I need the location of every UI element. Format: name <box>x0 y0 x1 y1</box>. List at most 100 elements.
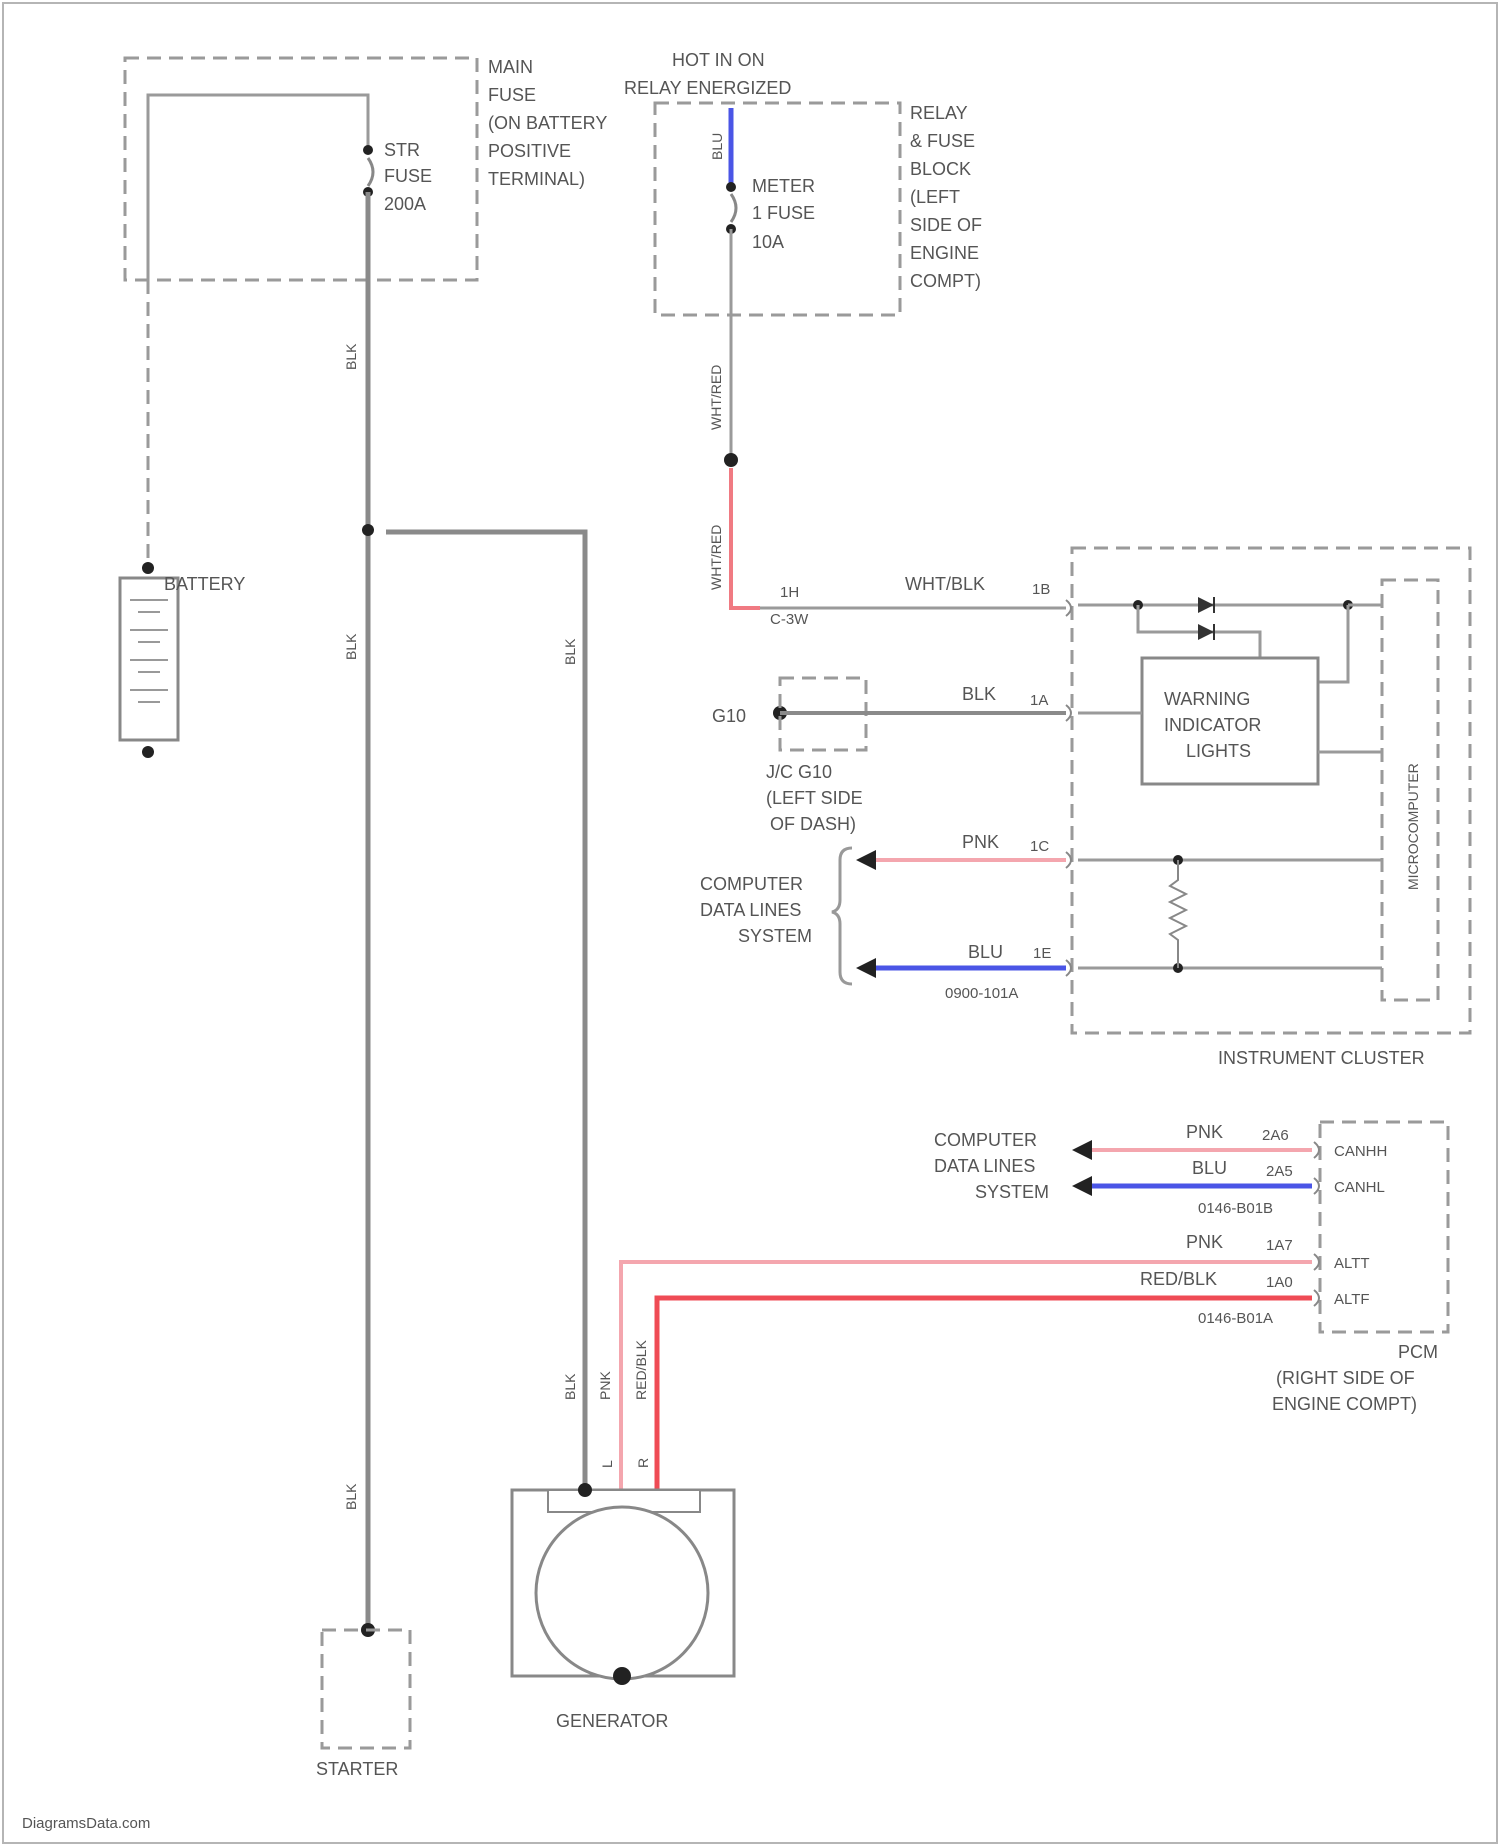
battery-negative-terminal <box>142 746 154 758</box>
pcm-line1: PCM <box>1398 1342 1438 1362</box>
wire-label-red-blk-2: RED/BLK <box>633 1339 649 1400</box>
relay-energized-label: RELAY ENERGIZED <box>624 78 791 98</box>
wire-label-blk-2: BLK <box>343 633 359 660</box>
pin-1a: 1A <box>1030 692 1048 709</box>
pin-2a6: 2A6 <box>1262 1127 1289 1144</box>
pin-1a7: 1A7 <box>1266 1237 1293 1254</box>
pin-1h: 1H <box>780 584 799 601</box>
wire-label-blk-3: BLK <box>343 1483 359 1510</box>
cdl1-arrow-canl <box>856 958 876 978</box>
splice-wht-red <box>724 453 738 467</box>
pin-1c: 1C <box>1030 838 1049 855</box>
cdl1-line1: COMPUTER <box>700 874 803 894</box>
main-fuse-line5: TERMINAL) <box>488 169 585 189</box>
pcm-pin-altf: ALTF <box>1334 1291 1370 1308</box>
relay-block-line3: BLOCK <box>910 159 971 179</box>
relay-block-line1: RELAY <box>910 103 968 123</box>
main-fuse-line2: FUSE <box>488 85 536 105</box>
pcm-pin-altt: ALTT <box>1334 1255 1370 1272</box>
wire-wht-red-lower <box>731 468 760 608</box>
pcm-pin-canhl: CANHL <box>1334 1179 1385 1196</box>
wire-label-blk-4: BLK <box>562 638 578 665</box>
cdl1-line3: SYSTEM <box>738 926 812 946</box>
diode-2 <box>1198 624 1214 640</box>
main-fuse-line4: POSITIVE <box>488 141 571 161</box>
gen-pin-l: L <box>599 1460 615 1468</box>
cdl2-line1: COMPUTER <box>934 1130 1037 1150</box>
wire-label-pnk-2: PNK <box>1186 1122 1223 1142</box>
cdl2-arrow-canh <box>1072 1140 1092 1160</box>
meter-fuse-line2: 1 FUSE <box>752 203 815 223</box>
warning-line2: INDICATOR <box>1164 715 1261 735</box>
meter-fuse-line3: 10A <box>752 232 784 252</box>
jc-line2: (LEFT SIDE <box>766 788 863 808</box>
wire-label-pnk-4: PNK <box>597 1371 613 1400</box>
wire-blk-generator <box>386 532 585 1490</box>
pcm-connector-b: 0146-B01B <box>1198 1200 1273 1217</box>
cdl1-line2: DATA LINES <box>700 900 801 920</box>
microcomputer-label: MICROCOMPUTER <box>1405 763 1421 890</box>
gen-pin-r: R <box>635 1458 651 1468</box>
relay-block-line7: COMPT) <box>910 271 981 291</box>
wire-label-blu-1: BLU <box>709 133 725 160</box>
str-fuse-line2: FUSE <box>384 166 432 186</box>
str-fuse-terminal-top <box>363 145 373 155</box>
main-fuse-link <box>148 95 368 280</box>
relay-block-line5: SIDE OF <box>910 215 982 235</box>
warning-line3: LIGHTS <box>1186 741 1251 761</box>
wire-label-wht-red-1: WHT/RED <box>708 365 724 430</box>
pcm-connector-a: 0146-B01A <box>1198 1310 1273 1327</box>
jc-line1: J/C G10 <box>766 762 832 782</box>
diode-1 <box>1198 597 1214 613</box>
splice-blk <box>362 524 374 536</box>
cluster-power-to-warning <box>1318 605 1348 682</box>
wire-label-blk-6: BLK <box>962 684 996 704</box>
pin-1b: 1B <box>1032 581 1050 598</box>
main-fuse-line1: MAIN <box>488 57 533 77</box>
wire-label-blu-2: BLU <box>968 942 1003 962</box>
wire-label-blk-5: BLK <box>562 1373 578 1400</box>
meter-fuse-symbol <box>731 194 736 222</box>
battery-positive-terminal <box>142 562 154 574</box>
starter-label: STARTER <box>316 1759 398 1779</box>
jc-line3: OF DASH) <box>770 814 856 834</box>
pcm-line3: ENGINE COMPT) <box>1272 1394 1417 1414</box>
wire-label-red-blk-1: RED/BLK <box>1140 1269 1217 1289</box>
pin-2a5: 2A5 <box>1266 1163 1293 1180</box>
generator-b-terminal <box>578 1483 592 1497</box>
pcm-line2: (RIGHT SIDE OF <box>1276 1368 1415 1388</box>
wire-label-blk-1: BLK <box>343 343 359 370</box>
relay-block-line2: & FUSE <box>910 131 975 151</box>
relay-block-line4: (LEFT <box>910 187 960 207</box>
cdl1-brace <box>832 848 852 984</box>
wire-label-pnk-3: PNK <box>1186 1232 1223 1252</box>
cdl2-line3: SYSTEM <box>975 1182 1049 1202</box>
cdl2-line2: DATA LINES <box>934 1156 1035 1176</box>
relay-block-line6: ENGINE <box>910 243 979 263</box>
cdl2-arrow-canl <box>1072 1176 1092 1196</box>
generator-circle <box>536 1507 708 1679</box>
instrument-cluster-label: INSTRUMENT CLUSTER <box>1218 1048 1425 1068</box>
str-fuse-line1: STR <box>384 140 420 160</box>
meter-fuse-line1: METER <box>752 176 815 196</box>
generator-label: GENERATOR <box>556 1711 668 1731</box>
hot-in-on-label: HOT IN ON <box>672 50 765 70</box>
wire-label-blu-3: BLU <box>1192 1158 1227 1178</box>
cdl1-arrow-canh <box>856 850 876 870</box>
conn-c3w: C-3W <box>770 611 809 628</box>
str-fuse-symbol <box>368 158 373 186</box>
ground-g10-label: G10 <box>712 706 746 726</box>
termination-resistor <box>1170 860 1186 968</box>
starter-box <box>322 1630 410 1748</box>
pcm-pin-canhh: CANHH <box>1334 1143 1387 1160</box>
battery-label: BATTERY <box>164 574 245 594</box>
wire-label-wht-red-2: WHT/RED <box>708 525 724 590</box>
generator-ground-terminal <box>613 1667 631 1685</box>
cluster-connector-pins <box>1066 600 1071 976</box>
main-fuse-line3: (ON BATTERY <box>488 113 607 133</box>
watermark: DiagramsData.com <box>22 1815 150 1832</box>
cluster-connector-id: 0900-101A <box>945 985 1018 1002</box>
pin-1a0: 1A0 <box>1266 1274 1293 1291</box>
warning-line1: WARNING <box>1164 689 1250 709</box>
